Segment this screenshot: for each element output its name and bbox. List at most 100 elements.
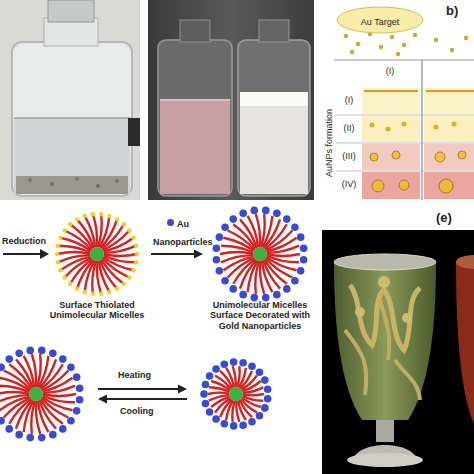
gold-nanoparticle: [264, 385, 272, 393]
illustration-part: [392, 151, 400, 159]
gold-nanoparticle: [216, 233, 224, 241]
thiol-group: [115, 217, 119, 221]
gold-nanoparticle: [248, 418, 256, 426]
illustration-part: [334, 262, 436, 420]
polymer-chain: [77, 219, 94, 248]
polymer-chain: [99, 261, 109, 292]
illustration-part: [105, 398, 187, 400]
thiol-group: [122, 222, 126, 226]
illustration-part: [98, 395, 107, 404]
illustration-part: [158, 40, 232, 196]
gold-nanoparticle: [0, 363, 5, 371]
reaction-arrow: [151, 250, 203, 259]
illustration-part: [452, 122, 457, 127]
gold-nanoparticle: [264, 395, 272, 403]
illustration-part: [148, 0, 314, 200]
gold-nanoparticle: [213, 244, 221, 252]
deposition-schematic: [334, 32, 474, 200]
thiol-group: [55, 252, 59, 256]
polymer-chain: [262, 261, 272, 292]
gold-nanoparticle: [256, 368, 264, 376]
illustration-part: [362, 172, 420, 199]
gold-nanoparticle: [291, 277, 299, 285]
target-band: Au Target: [336, 6, 424, 34]
illustration-part: [334, 254, 436, 270]
gold-nanoparticle: [38, 347, 46, 355]
gold-nanoparticle: [67, 363, 75, 371]
polymer-chain: [101, 260, 118, 289]
illustration-part: [128, 118, 140, 146]
step-label: Heating: [118, 370, 151, 380]
illustration-part: [259, 20, 289, 42]
gold-nanoparticle: [250, 207, 258, 215]
polymer-chain: [57, 252, 90, 254]
nanoparticle-dot: [167, 219, 174, 226]
illustration-part: [355, 307, 365, 317]
illustration-part: [390, 35, 394, 39]
gold-nanoparticle: [59, 425, 67, 433]
polymer-chain: [243, 394, 264, 395]
polymer-chain: [38, 401, 48, 432]
polymer-chain: [209, 396, 229, 401]
polymer-chain: [24, 356, 34, 387]
arrow-head: [194, 250, 203, 259]
column-label: (I): [370, 66, 410, 76]
polymer-chain: [238, 401, 245, 421]
polymer-chain: [0, 395, 29, 402]
illustration-part: [376, 420, 394, 442]
illustration-part: [421, 60, 422, 200]
micelle-node: Unimolecular Micelles Surface Decorated …: [205, 208, 315, 331]
arrow-line: [151, 253, 195, 255]
gold-nanoparticle: [239, 421, 247, 429]
polymer-chain: [208, 393, 229, 394]
micelle-node: Surface Thiolated Unimolecular Micelles: [45, 208, 149, 321]
gold-nanoparticle: [221, 277, 229, 285]
gold-nanoparticle: [221, 223, 229, 231]
polymer-chain: [43, 394, 76, 396]
thiol-group: [127, 275, 131, 279]
gold-nanoparticle: [200, 390, 208, 398]
panel-letter: b): [446, 4, 458, 19]
gold-nanoparticle: [273, 210, 281, 218]
micelle-shape: [45, 208, 149, 300]
gold-nanoparticle: [239, 210, 247, 218]
gold-nanoparticle: [216, 267, 224, 275]
gold-nanoparticle: [212, 365, 220, 373]
gold-nanoparticle: [5, 355, 13, 363]
thiol-group: [82, 214, 86, 218]
polymer-chain: [237, 366, 240, 387]
illustration-part: [356, 42, 360, 46]
thiol-group: [107, 214, 111, 218]
polymer-chain: [220, 252, 253, 254]
illustration-part: [160, 99, 230, 101]
illustration-part: [3, 253, 42, 255]
thiol-group: [99, 212, 103, 216]
illustration-part: [424, 172, 474, 199]
edge-label: Au Nanoparticles: [152, 213, 204, 249]
polymer-chain: [0, 392, 29, 394]
thiol-group: [58, 268, 62, 272]
gold-nanoparticle: [76, 384, 84, 392]
illustration-part: [372, 180, 384, 192]
gold-nanoparticle: [5, 425, 13, 433]
gold-nanoparticle: [76, 396, 84, 404]
gold-nanoparticle: [261, 376, 269, 384]
illustration-part: [370, 153, 378, 161]
illustration-part: [364, 90, 418, 92]
polymer-chain: [58, 255, 90, 262]
row-label: (II): [336, 123, 362, 133]
polymer-chain: [32, 354, 36, 387]
illustration-part: [426, 90, 474, 92]
illustration-part: [370, 123, 375, 128]
polymer-chain: [85, 216, 95, 247]
illustration-part: [336, 143, 474, 144]
thiol-group: [91, 292, 95, 296]
gold-nanoparticle: [206, 372, 214, 380]
thiol-group: [56, 243, 60, 247]
illustration-part: [180, 20, 210, 42]
target-ellipse: [337, 7, 423, 33]
thiol-group: [82, 290, 86, 294]
illustration-part: [413, 33, 417, 37]
gold-nanoparticle: [221, 420, 229, 428]
micelle-core: [90, 247, 104, 261]
